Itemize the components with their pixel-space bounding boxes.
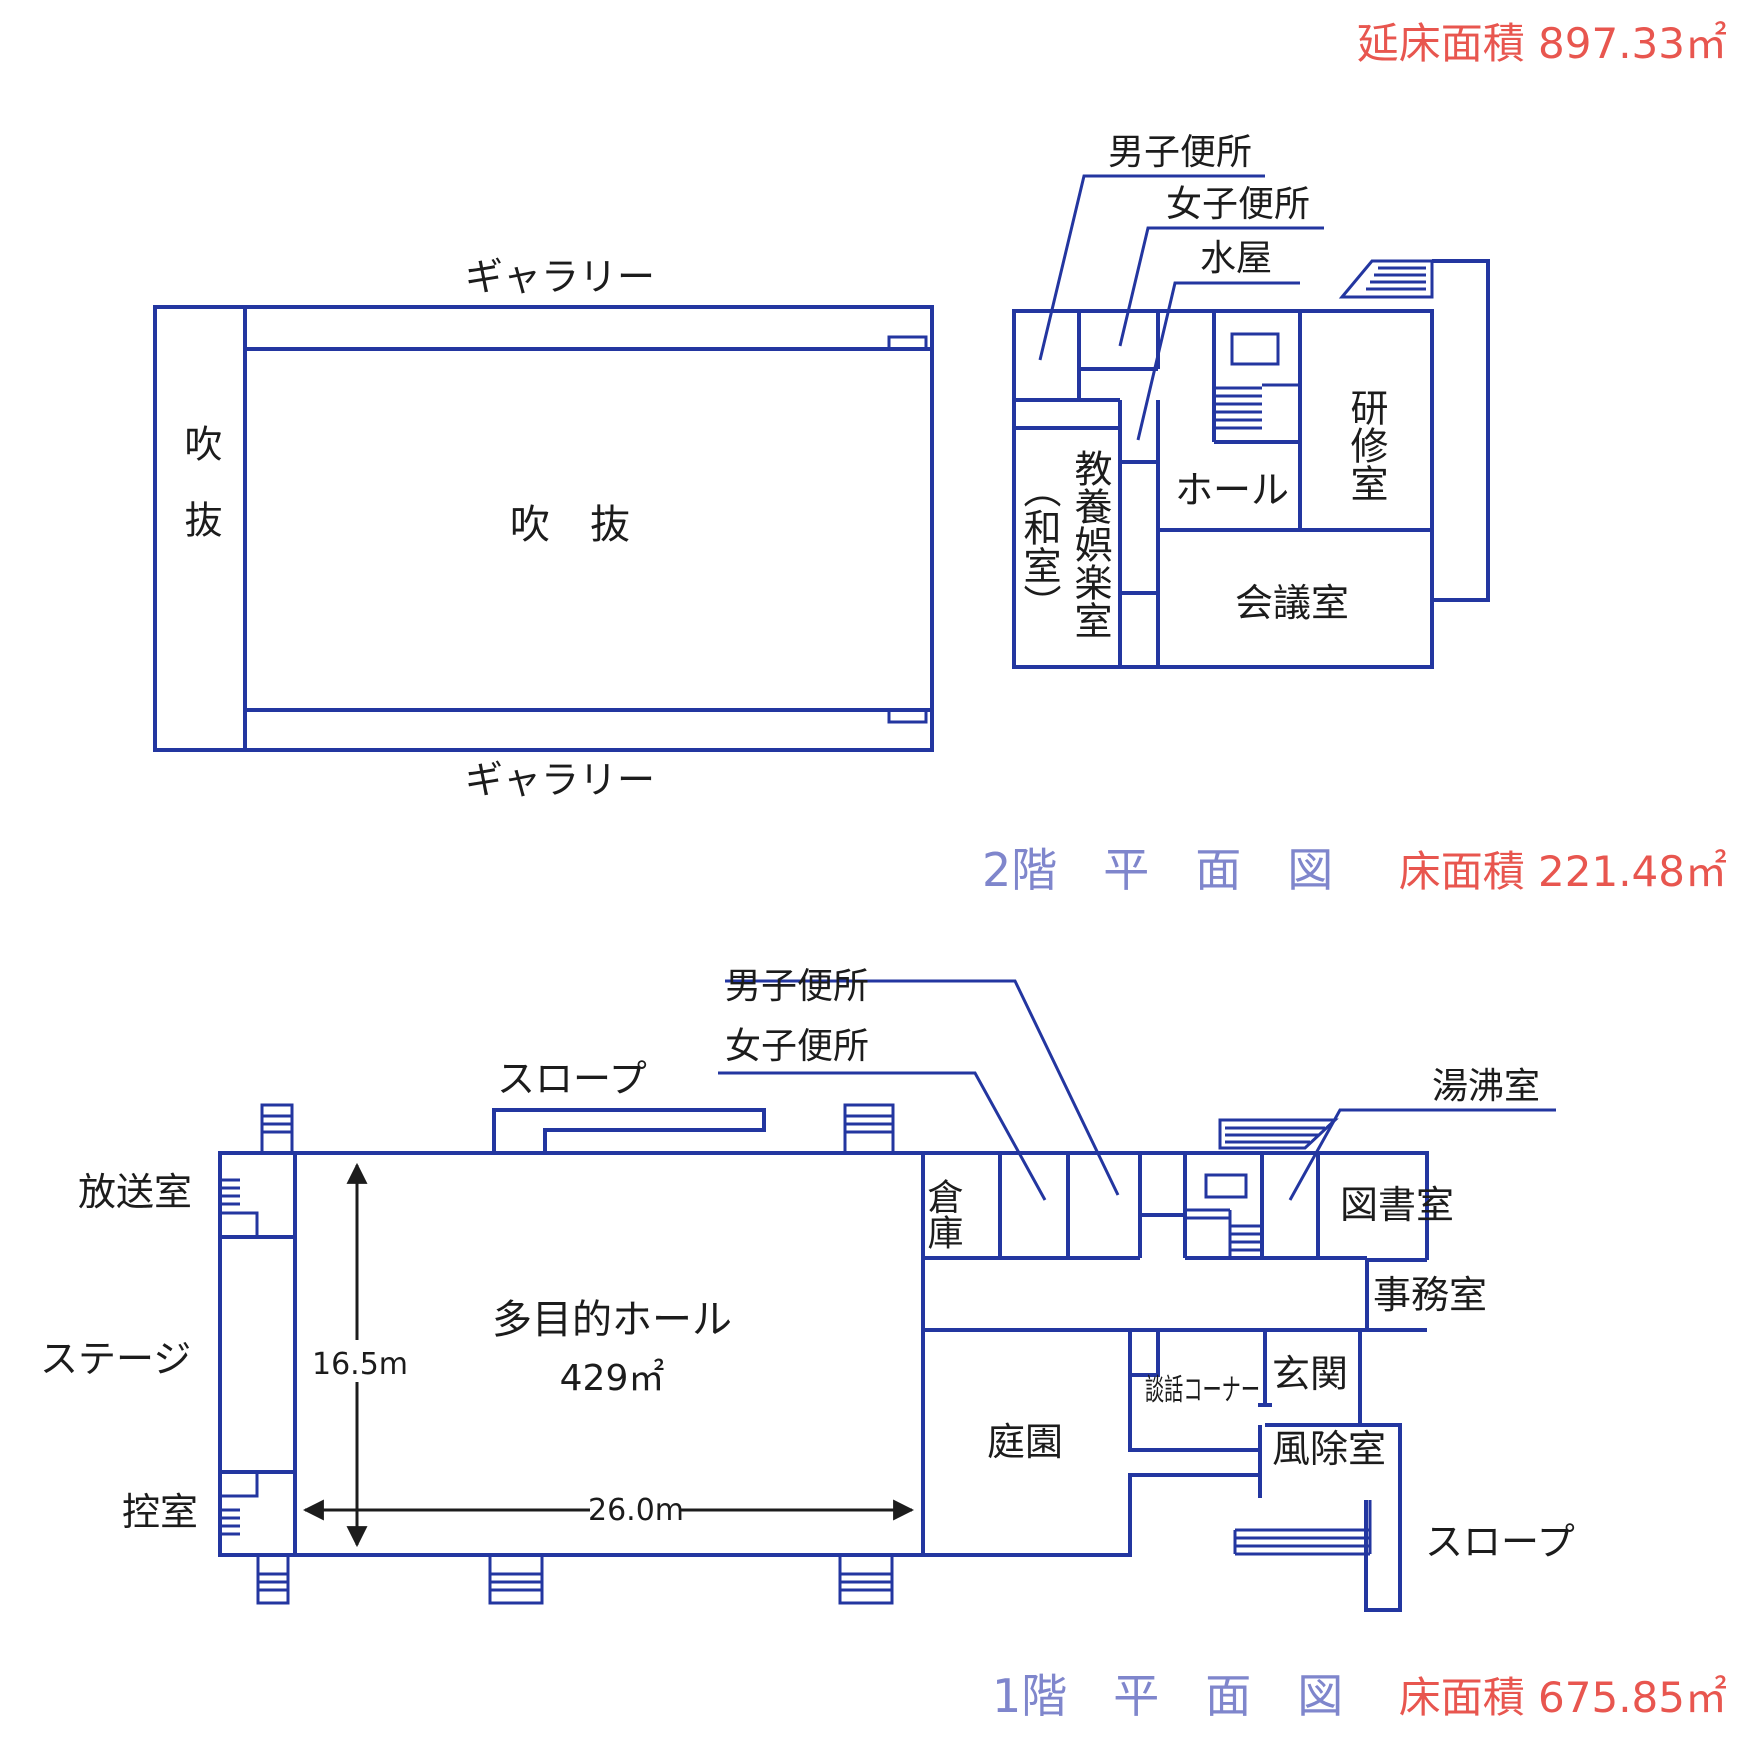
floor1-kitchenette-leader	[1288, 1108, 1556, 1201]
floor2-japanese-room-label: （和室）	[1017, 470, 1061, 622]
floor1-windbreak-room-label: 風除室	[1272, 1427, 1386, 1471]
floor1-kitchenette-label: 湯沸室	[1432, 1066, 1540, 1107]
floor2-void-left-label: 吹抜	[178, 424, 222, 576]
floor1-wall	[1128, 1330, 1160, 1377]
floor1-exterior-stairs	[256, 1103, 895, 1605]
floor2-stair-treads	[1214, 383, 1300, 430]
floor1-stage-treads	[220, 1178, 240, 1536]
floor1-waiting-stair	[220, 1472, 259, 1498]
floor2-gallery-bottom-stair	[887, 708, 928, 724]
floor1-waiting-room-label: 控室	[122, 1490, 198, 1534]
floor2-void-center-label: 吹 抜	[510, 502, 630, 548]
floor2-main-block	[153, 305, 934, 752]
floor1-wall	[1360, 1423, 1402, 1612]
floor2-mens-toilet-label: 男子便所	[1108, 132, 1252, 173]
floor2-culture-room-label: 教養娯楽室	[1068, 449, 1112, 639]
floor2-rooms-outer-wall	[1012, 309, 1434, 669]
floor2-exterior-stair	[1338, 259, 1434, 299]
floor2-stair-landing	[1230, 332, 1280, 366]
floor2-rooms-block	[1012, 174, 1490, 669]
floor2-exterior-walkway	[1430, 259, 1490, 602]
floor2-gallery-top-label: ギャラリー	[465, 255, 655, 299]
floor1-womens-toilet-leader	[718, 1071, 1047, 1201]
floor1-mens-toilet-label: 男子便所	[725, 966, 869, 1007]
floor1-library-label: 図書室	[1340, 1183, 1454, 1227]
floor1-exterior-stair-top-treads	[1225, 1126, 1325, 1144]
floor1-garden-label: 庭園	[987, 1420, 1063, 1464]
floor1-slope-right	[1233, 1500, 1372, 1556]
floor1-storage-label: 倉庫	[922, 1178, 963, 1250]
floor2-meeting-room-label: 会議室	[1235, 581, 1349, 625]
floor1-hall-name: 多目的ホール	[492, 1297, 732, 1343]
floor2-gallery-top-stair	[887, 335, 928, 351]
floor1-wall	[923, 1151, 1429, 1260]
floor1-area: 床面積 675.85㎡	[1399, 1673, 1727, 1722]
floor2-title: 2階 平 面 図	[982, 843, 1333, 897]
floor2-area: 床面積 221.48㎡	[1399, 847, 1727, 896]
floor1-dim-height-bg	[318, 1340, 406, 1382]
floor2-training-room-label: 研修室	[1344, 388, 1388, 502]
floor1-title: 1階 平 面 図	[992, 1669, 1343, 1723]
total-floor-area: 延床面積 897.33㎡	[1357, 19, 1727, 68]
floor1-hall-outer-wall	[218, 1151, 925, 1557]
floor1-lounge-label: 談話コーナー	[1145, 1373, 1260, 1408]
floor2-exterior-stair-treads	[1366, 266, 1426, 291]
floor1-stair-landing	[1204, 1173, 1248, 1199]
floor2-water-room-leader	[1136, 281, 1300, 441]
floor1-stage-label: ステージ	[40, 1337, 191, 1381]
floor2-mens-toilet-leader	[1038, 174, 1265, 361]
floor1-plan	[218, 979, 1556, 1612]
floor2-womens-toilet-label: 女子便所	[1166, 184, 1310, 225]
floor1-slope-top-label: スロープ	[497, 1057, 647, 1101]
floor1-broadcast-room-label: 放送室	[78, 1170, 192, 1214]
floor1-slope-right-label: スロープ	[1425, 1520, 1575, 1564]
floor1-hall-area: 429㎡	[560, 1357, 665, 1399]
floor2-womens-toilet-leader	[1118, 226, 1324, 347]
floor1-dim-height-label: 16.5m	[312, 1347, 408, 1382]
floor1-broadcast-stair	[220, 1211, 259, 1237]
floor1-slope-top	[492, 1108, 766, 1153]
floor2-hall-label: ホール	[1175, 468, 1289, 512]
floor1-wall	[923, 1473, 1260, 1557]
floor2-water-room-label: 水屋	[1200, 238, 1272, 279]
floor1-office-label: 事務室	[1373, 1273, 1487, 1317]
floor1-womens-toilet-label: 女子便所	[725, 1026, 869, 1067]
floor2-gallery-bottom-label: ギャラリー	[465, 758, 655, 802]
floor1-entrance-label: 玄関	[1272, 1352, 1348, 1396]
floor1-dim-width-label: 26.0m	[588, 1493, 684, 1528]
floor1-mens-toilet-leader	[725, 979, 1120, 1196]
floor2-outer-wall	[153, 305, 934, 752]
floor1-stair-treads	[1185, 1208, 1262, 1258]
